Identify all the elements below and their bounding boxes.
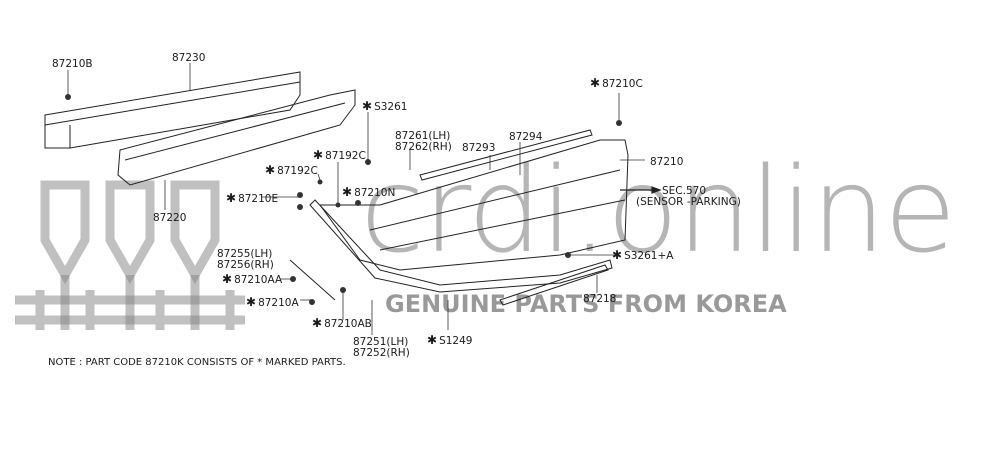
label-87210B[interactable]: 87210B xyxy=(52,58,93,70)
label-87262[interactable]: 87262(RH) xyxy=(395,141,452,153)
star-icon: ✱ xyxy=(226,191,237,205)
star-icon: ✱ xyxy=(590,76,601,90)
label-87255[interactable]: 87255(LH) xyxy=(217,248,273,260)
star-icon: ✱ xyxy=(427,333,438,347)
label-text: 87210C xyxy=(602,78,643,90)
label-S3261[interactable]: ✱S3261 xyxy=(362,100,407,113)
bumper-cover-87210 xyxy=(319,139,629,271)
star-icon: ✱ xyxy=(265,163,276,177)
star-icon: ✱ xyxy=(342,185,353,199)
star-icon: ✱ xyxy=(612,248,623,262)
watermark-tagline: GENUINE PARTS FROM KOREA xyxy=(385,290,787,318)
label-text: 87192C xyxy=(277,165,318,177)
part-87218 xyxy=(499,264,609,306)
label-text: 87210AB xyxy=(324,318,372,330)
label-87293[interactable]: 87293 xyxy=(462,142,496,154)
label-87192C-upper[interactable]: ✱87192C xyxy=(313,149,366,162)
label-text: 87210AA xyxy=(234,274,283,286)
label-87252[interactable]: 87252(RH) xyxy=(353,347,410,359)
label-87210E[interactable]: ✱87210E xyxy=(226,192,278,205)
label-text: 87210N xyxy=(354,187,396,199)
absorber-87220 xyxy=(117,89,356,186)
label-87210[interactable]: 87210 xyxy=(650,156,684,168)
label-87261[interactable]: 87261(LH) xyxy=(395,130,451,142)
label-87210AA[interactable]: ✱87210AA xyxy=(222,273,282,286)
label-87210AB[interactable]: ✱87210AB xyxy=(312,317,372,330)
label-87210N[interactable]: ✱87210N xyxy=(342,186,395,199)
label-sec570[interactable]: SEC.570 xyxy=(662,185,707,197)
label-87230[interactable]: 87230 xyxy=(172,52,206,64)
spoiler xyxy=(309,199,613,293)
star-icon: ✱ xyxy=(362,99,373,113)
label-87210C[interactable]: ✱87210C xyxy=(590,77,643,90)
label-text: 87192C xyxy=(325,150,366,162)
label-text: 87210E xyxy=(238,193,279,205)
label-S3261A[interactable]: ✱S3261+A xyxy=(612,249,673,262)
star-icon: ✱ xyxy=(222,272,233,286)
label-87220[interactable]: 87220 xyxy=(153,212,187,224)
label-87294[interactable]: 87294 xyxy=(509,131,543,143)
label-87251[interactable]: 87251(LH) xyxy=(353,336,409,348)
label-87218[interactable]: 87218 xyxy=(583,293,617,305)
molding-87293 xyxy=(419,129,593,181)
star-icon: ✱ xyxy=(313,148,324,162)
label-text: S1249 xyxy=(439,335,473,347)
label-text: S3261+A xyxy=(624,250,674,262)
label-87256[interactable]: 87256(RH) xyxy=(217,259,274,271)
label-S1249[interactable]: ✱S1249 xyxy=(427,334,472,347)
label-text: S3261 xyxy=(374,101,408,113)
note-text: NOTE : PART CODE 87210K CONSISTS OF * MA… xyxy=(48,357,346,368)
label-87210A[interactable]: ✱87210A xyxy=(246,296,299,309)
label-87192C-lower[interactable]: ✱87192C xyxy=(265,164,318,177)
star-icon: ✱ xyxy=(312,316,323,330)
star-icon: ✱ xyxy=(246,295,257,309)
label-text: 87210A xyxy=(258,297,299,309)
reinforcement-87230 xyxy=(44,71,301,149)
label-sensor-parking[interactable]: (SENSOR -PARKING) xyxy=(636,196,741,208)
